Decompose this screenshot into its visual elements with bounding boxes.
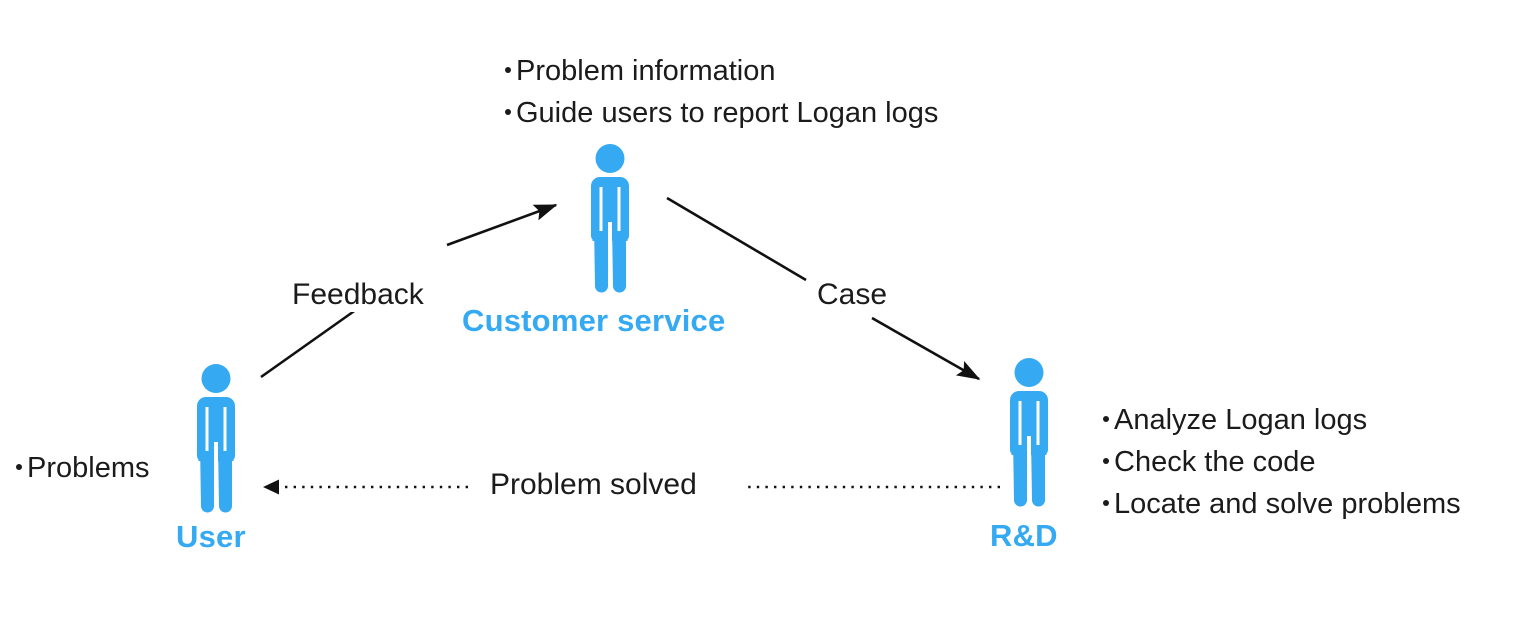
edge-label-problem-solved: Problem solved (483, 468, 704, 502)
list-item: Locate and solve problems (1103, 483, 1461, 525)
bullet-dot (16, 464, 22, 471)
person-icon-user (187, 364, 245, 516)
bullet-dot (1103, 500, 1109, 507)
edge-label-feedback: Feedback (285, 278, 431, 312)
person-icon-customer-service (581, 144, 639, 296)
bullet-text: Guide users to report Logan logs (516, 97, 939, 129)
bullet-dot (505, 67, 511, 74)
bullet-text: Analyze Logan logs (1114, 404, 1368, 436)
node-label-rnd: R&D (990, 518, 1058, 553)
bullet-dot (1103, 458, 1109, 465)
person-icon-rnd (1000, 358, 1058, 510)
bullet-text: Check the code (1114, 446, 1316, 478)
bullet-text: Problems (27, 452, 150, 484)
list-item: Guide users to report Logan logs (505, 92, 938, 134)
list-item: Problems (16, 447, 150, 489)
node-label-user: User (176, 519, 246, 554)
list-item: Problem information (505, 50, 938, 92)
list-item: Check the code (1103, 441, 1461, 483)
problem-solved-arrowhead (263, 479, 279, 495)
node-label-customer-service: Customer service (462, 303, 726, 338)
bullet-dot (1103, 416, 1109, 423)
customer-service-bullets: Problem information Guide users to repor… (505, 50, 938, 134)
bullet-dot (505, 109, 511, 116)
list-item: Analyze Logan logs (1103, 399, 1461, 441)
bullet-text: Locate and solve problems (1114, 488, 1461, 520)
edge-label-case: Case (810, 278, 895, 312)
bullet-text: Problem information (516, 55, 776, 87)
user-bullets: Problems (16, 447, 150, 489)
rnd-bullets: Analyze Logan logs Check the code Locate… (1103, 399, 1461, 525)
